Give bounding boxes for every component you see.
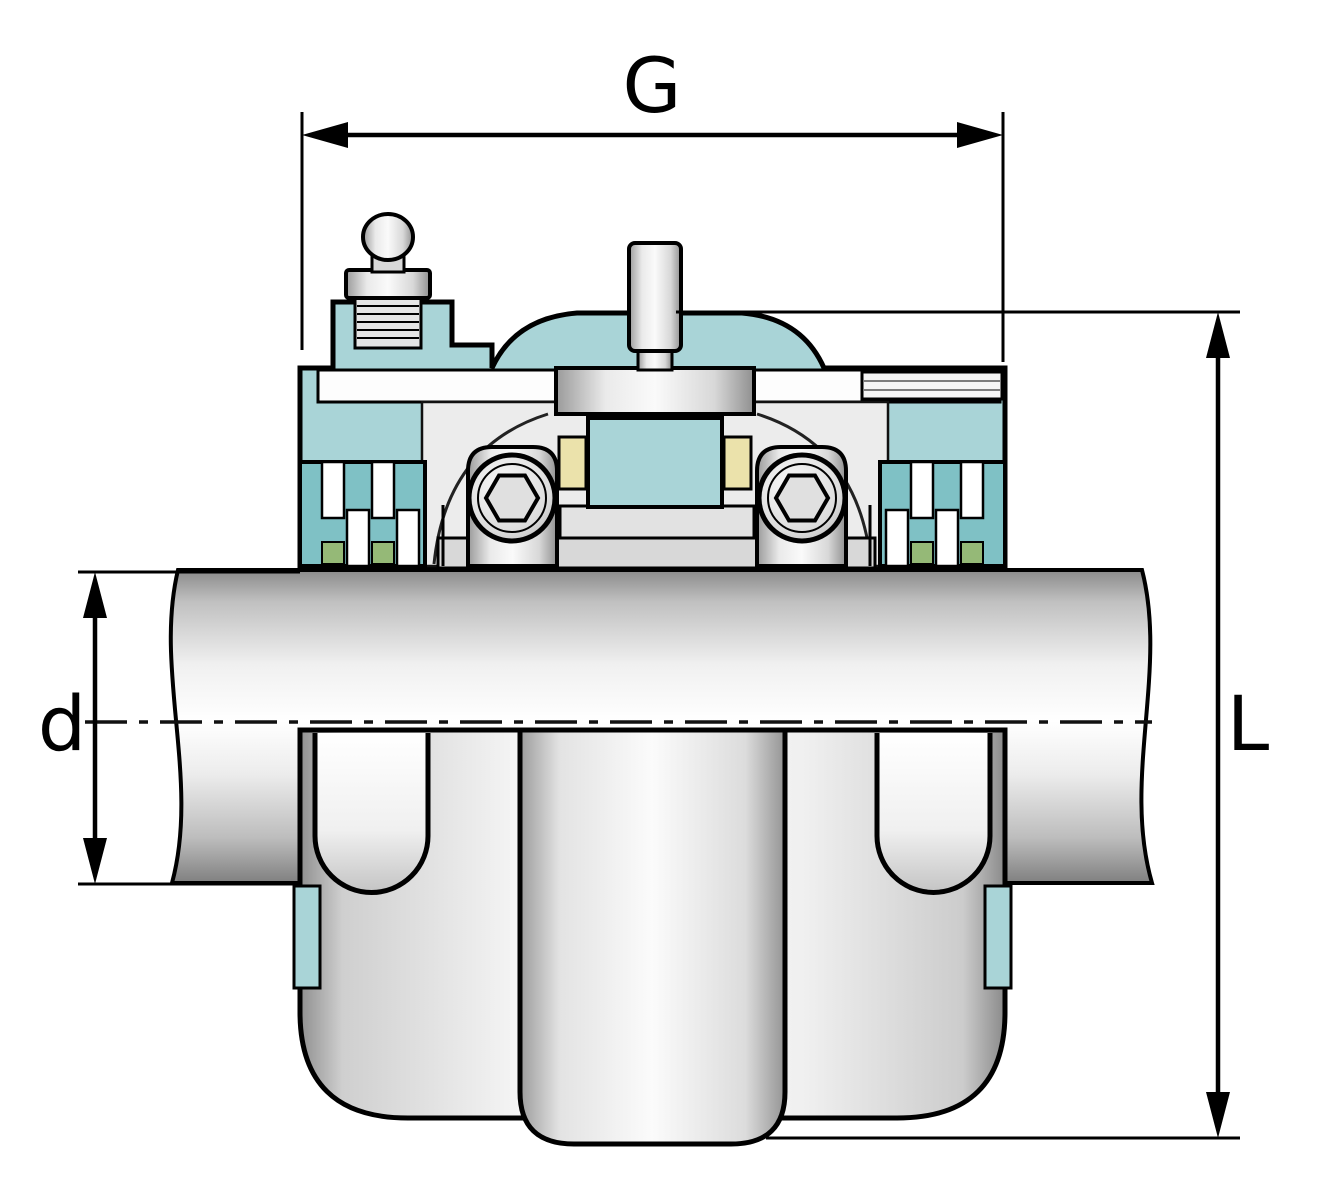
grease-fitting (344, 212, 432, 350)
cage-segment-left (557, 435, 588, 491)
screw-chamfer (767, 463, 837, 533)
housing-side-strip-right (983, 884, 1013, 990)
cage-segment-right (722, 435, 753, 491)
seal-ring-green (910, 541, 934, 565)
stud-carrier-plate (554, 366, 756, 416)
arrow-left-icon (302, 122, 348, 148)
dimension-label-l: L (1227, 679, 1269, 768)
set-screw-right (756, 452, 848, 544)
inner-sleeve-block (517, 727, 788, 1147)
hex-socket-icon (773, 473, 831, 523)
arrow-down-icon (1206, 1092, 1230, 1138)
housing-side-strip-left (292, 884, 322, 990)
seal-ring-green (960, 541, 984, 565)
shim-plate (860, 370, 1004, 401)
seal-ring-green (371, 541, 395, 565)
screw-chamfer (477, 463, 547, 533)
dimension-d: d (38, 570, 300, 886)
seal-slot (959, 460, 985, 520)
seal-slot (934, 508, 960, 568)
dimension-label-d: d (38, 679, 86, 768)
roller-pocket-right (874, 733, 993, 895)
set-screw-left (466, 452, 558, 544)
zerk-hex-flange (344, 268, 432, 300)
seal-slot (370, 460, 396, 520)
seal-slot (320, 460, 346, 520)
zerk-ball (361, 212, 415, 262)
inner-ring-center (558, 504, 756, 542)
arrow-up-icon (83, 572, 107, 618)
arrow-up-icon (1206, 312, 1230, 358)
threaded-stud (554, 241, 756, 416)
seal-slot (884, 508, 910, 568)
arrow-right-icon (957, 122, 1003, 148)
lower-housing (292, 727, 1013, 1147)
hex-socket-icon (483, 473, 541, 523)
arrow-down-icon (83, 838, 107, 884)
roller (586, 416, 724, 509)
dimension-l: L (676, 310, 1269, 1140)
seal-slot (345, 508, 371, 568)
dimension-label-g: G (623, 41, 682, 130)
roller-element (557, 416, 753, 509)
seal-slot (395, 508, 421, 568)
stud-cylinder (627, 241, 683, 353)
seal-ring-green (321, 541, 345, 565)
roller-pocket-left (312, 733, 431, 895)
seal-slot (909, 460, 935, 520)
dimension-g: G (300, 41, 1005, 362)
labyrinth-seal-right (878, 460, 1007, 568)
labyrinth-seal-left (298, 460, 427, 568)
